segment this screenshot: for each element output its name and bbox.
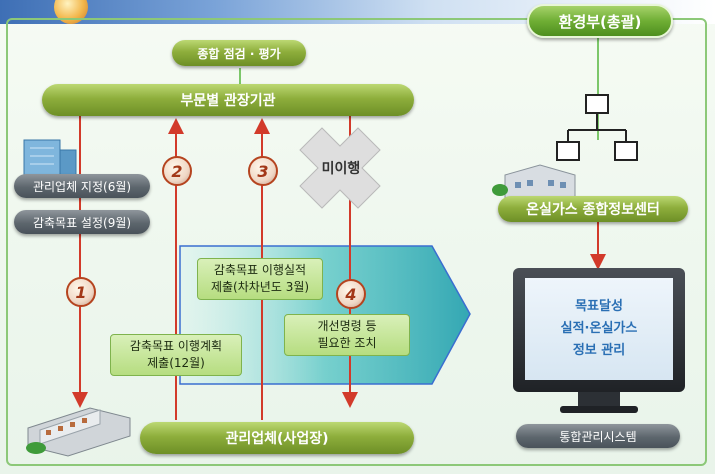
submit-results-line1: 감축목표 이행실적 bbox=[214, 262, 306, 279]
monitor-screen: 목표달성 실적·온실가스 정보 관리 bbox=[525, 278, 673, 380]
submit-plan-line1: 감축목표 이행계획 bbox=[130, 338, 222, 355]
step-3-badge: 3 bbox=[248, 156, 278, 186]
designation-label: 관리업체 지정(6월) bbox=[14, 174, 150, 198]
submit-results-line2: 제출(차차년도 3월) bbox=[211, 279, 309, 296]
screen-line-2: 실적·온실가스 bbox=[561, 318, 638, 340]
info-center-label: 온실가스 종합정보센터 bbox=[498, 196, 688, 222]
submit-plan-box: 감축목표 이행계획 제출(12월) bbox=[110, 334, 242, 376]
monitor-base bbox=[560, 406, 638, 413]
target-setting-label: 감축목표 설정(9월) bbox=[14, 210, 150, 234]
step-4-badge: 4 bbox=[336, 279, 366, 309]
network-left-node bbox=[557, 142, 579, 160]
submit-plan-line2: 제출(12월) bbox=[147, 355, 205, 372]
network-right-node bbox=[615, 142, 637, 160]
agencies-bar: 부문별 관장기관 bbox=[42, 84, 414, 116]
step-2-badge: 2 bbox=[162, 156, 192, 186]
screen-line-1: 목표달성 bbox=[575, 296, 623, 318]
measures-line1: 개선명령 등 bbox=[317, 318, 376, 335]
screen-line-3: 정보 관리 bbox=[573, 340, 625, 362]
non-compliance-label: 미이행 bbox=[316, 156, 366, 180]
step-1-badge: 1 bbox=[66, 277, 96, 307]
ministry-badge: 환경부(총괄) bbox=[527, 4, 673, 38]
evaluation-box: 종합 점검 · 평가 bbox=[172, 40, 306, 66]
submit-results-box: 감축목표 이행실적 제출(차차년도 3월) bbox=[197, 258, 323, 300]
network-root-node bbox=[586, 95, 608, 113]
factory-building-icon bbox=[26, 408, 130, 456]
company-bar: 관리업체(사업장) bbox=[140, 422, 414, 454]
system-label: 통합관리시스템 bbox=[516, 424, 680, 448]
measures-box: 개선명령 등 필요한 조치 bbox=[284, 314, 410, 356]
system-monitor: 목표달성 실적·온실가스 정보 관리 bbox=[513, 268, 685, 392]
measures-line2: 필요한 조치 bbox=[317, 335, 376, 352]
